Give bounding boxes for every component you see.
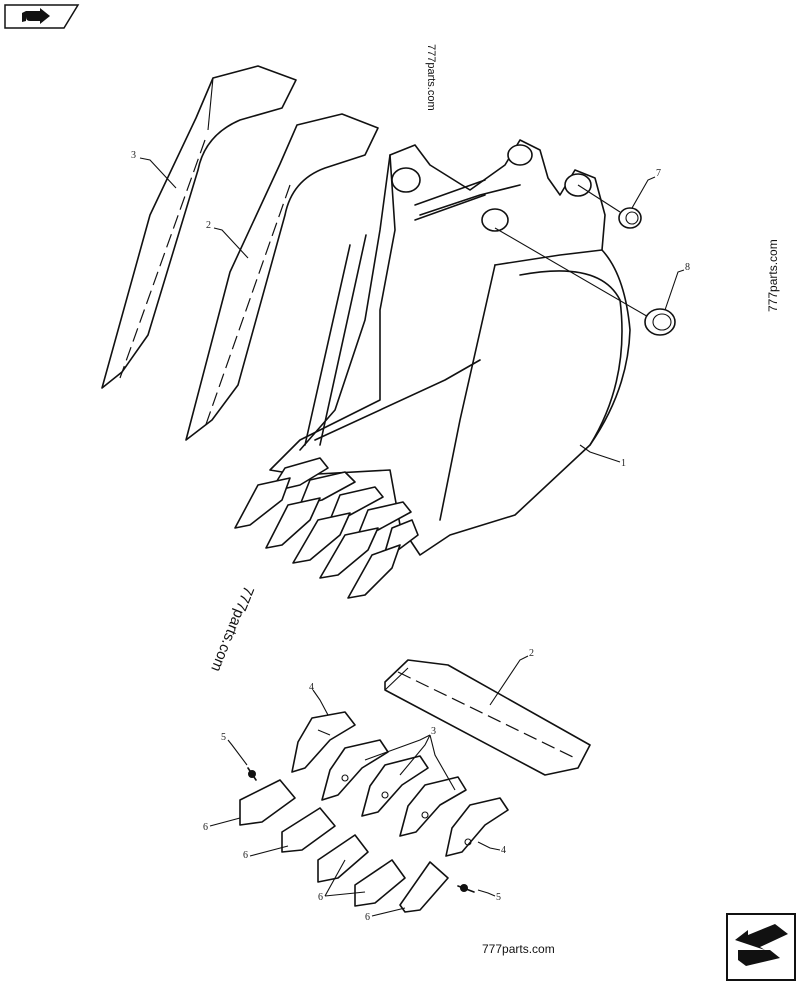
callout-3-top: 3 <box>131 150 136 161</box>
tooth-part-6-b <box>281 807 336 853</box>
callout-6-d: 6 <box>365 912 370 923</box>
watermark-top: 777parts.com <box>425 44 437 111</box>
watermark-bottom: 777parts.com <box>482 942 555 956</box>
adapter-part-4-right <box>445 797 509 857</box>
adapter-part-4-left <box>291 711 356 773</box>
retainer-pin-part-5-left <box>247 767 257 781</box>
watermark-right: 777parts.com <box>766 239 780 312</box>
callout-1: 1 <box>621 458 626 469</box>
callout-2-top: 2 <box>206 220 211 231</box>
callout-leaders <box>139 157 685 917</box>
book-arrow-icon <box>22 8 50 24</box>
side-cutter-part-3 <box>101 65 297 389</box>
callout-5-right: 5 <box>496 892 501 903</box>
adapter-part-3-b <box>361 755 429 817</box>
bucket-teeth-row <box>234 457 419 599</box>
cutting-edge-part-2 <box>384 659 591 776</box>
side-cutter-part-2 <box>185 113 379 441</box>
callout-4-left: 4 <box>309 682 314 693</box>
tooth-part-6-c <box>317 834 369 883</box>
adapter-part-3-c <box>399 776 467 837</box>
pin-axis-lines <box>494 184 651 319</box>
bushing-part-8 <box>644 308 676 336</box>
return-arrow-icon <box>735 924 788 966</box>
callout-8: 8 <box>685 262 690 273</box>
callout-3-bottom: 3 <box>431 726 436 737</box>
tooth-part-6-e <box>399 861 449 913</box>
retainer-pin-part-5-right <box>457 884 475 893</box>
callout-5-left: 5 <box>221 732 226 743</box>
callout-6-a: 6 <box>203 822 208 833</box>
previous-page-button[interactable] <box>4 4 80 29</box>
callout-2-bottom: 2 <box>529 648 534 659</box>
watermark-left: 777parts.com <box>207 584 257 675</box>
callout-6-c: 6 <box>318 892 323 903</box>
tooth-part-6-d <box>354 859 406 907</box>
adapter-part-3-a <box>321 739 389 801</box>
return-button[interactable] <box>726 913 796 981</box>
callout-4-right: 4 <box>501 845 506 856</box>
tooth-part-6-a <box>239 779 296 826</box>
callout-6-b: 6 <box>243 850 248 861</box>
callout-7: 7 <box>656 168 661 179</box>
bushing-part-7 <box>618 207 642 229</box>
